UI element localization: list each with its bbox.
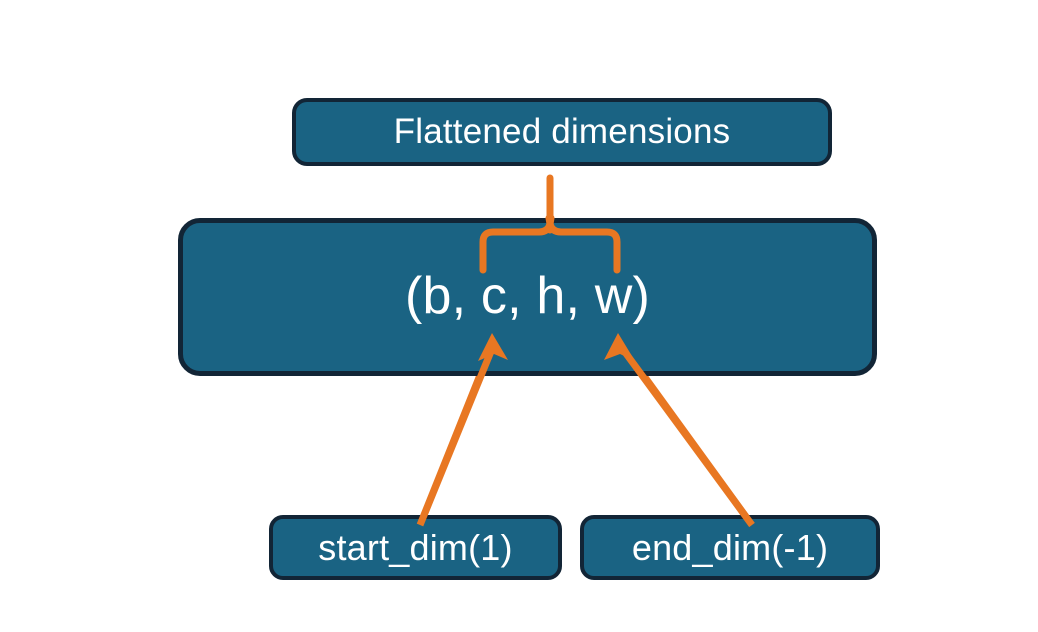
end-dim-box[interactable]: end_dim(-1) (580, 515, 880, 580)
end-dim-label: end_dim(-1) (631, 526, 829, 568)
flattened-dimensions-label: Flattened dimensions (393, 112, 731, 151)
flattened-dimensions-box[interactable]: Flattened dimensions (292, 98, 832, 166)
start-dim-label: start_dim(1) (318, 526, 513, 568)
tensor-shape-box[interactable]: (b, c, h, w) (178, 218, 877, 376)
start-dim-box[interactable]: start_dim(1) (269, 515, 562, 580)
tensor-shape-label: (b, c, h, w) (404, 267, 651, 325)
